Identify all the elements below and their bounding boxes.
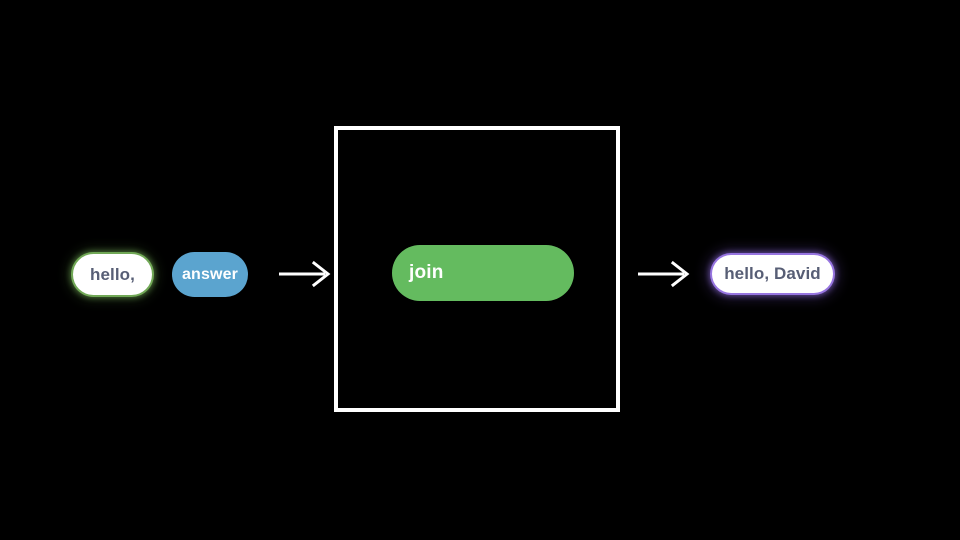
block-reporter-answer[interactable]: answer	[172, 252, 248, 297]
block-operator-join[interactable]: join	[392, 245, 574, 301]
block-literal-hello[interactable]: hello,	[73, 254, 152, 295]
block-label-literal-hello: hello,	[90, 264, 135, 284]
join-frame	[334, 126, 620, 412]
arrow-join-to-output-icon	[637, 258, 691, 290]
arrow-inputs-to-join-icon	[278, 258, 332, 290]
block-label-operator-join: join	[409, 262, 444, 283]
block-label-result-hello-david: hello, David	[724, 264, 821, 283]
block-label-reporter-answer: answer	[181, 265, 239, 283]
block-result-hello-david[interactable]: hello, David	[712, 255, 833, 293]
